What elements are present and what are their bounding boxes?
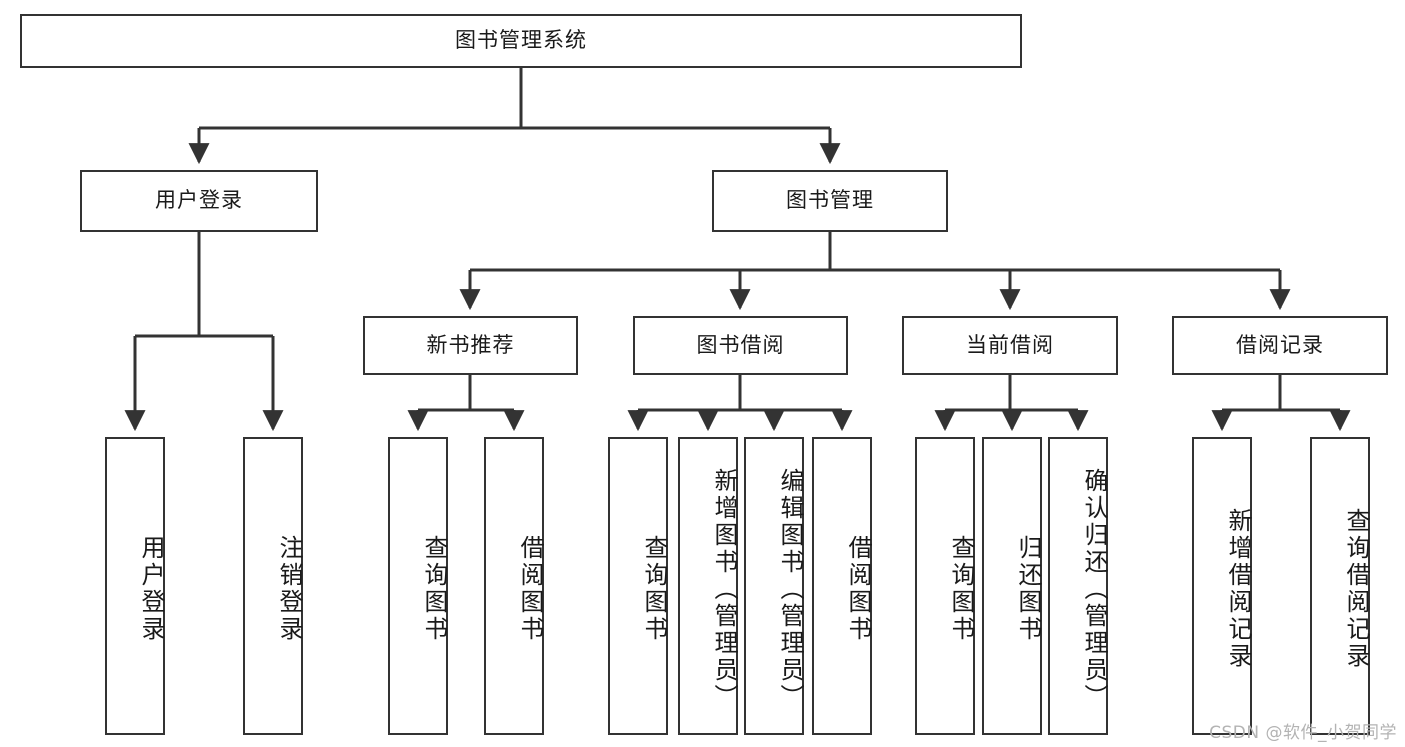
leaf-edit-book-admin[interactable]: 编辑图书（管理员）: [744, 437, 804, 735]
leaf-query-book-borrow[interactable]: 查询图书: [608, 437, 668, 735]
leaf-query-borrow-record[interactable]: 查询借阅记录: [1310, 437, 1370, 735]
node-label: 图书管理系统: [455, 28, 587, 53]
node-label: 归还图书: [1014, 535, 1042, 643]
leaf-query-book-newbook[interactable]: 查询图书: [388, 437, 448, 735]
node-label: 注销登录: [275, 535, 303, 643]
leaf-confirm-return-admin[interactable]: 确认归还（管理员）: [1048, 437, 1108, 735]
leaf-return-book[interactable]: 归还图书: [982, 437, 1042, 735]
leaf-borrow-book-newbook[interactable]: 借阅图书: [484, 437, 544, 735]
node-label: 图书管理: [786, 188, 874, 213]
node-root-system[interactable]: 图书管理系统: [20, 14, 1022, 68]
node-book-borrow[interactable]: 图书借阅: [633, 316, 848, 375]
node-label: 用户登录: [137, 535, 165, 643]
node-label: 当前借阅: [966, 332, 1054, 357]
node-book-management[interactable]: 图书管理: [712, 170, 948, 232]
node-user-login[interactable]: 用户登录: [80, 170, 318, 232]
node-label: 新增借阅记录: [1224, 508, 1252, 670]
node-label: 查询图书: [947, 535, 975, 643]
node-label: 新增图书（管理员）: [710, 467, 738, 711]
leaf-borrow-book[interactable]: 借阅图书: [812, 437, 872, 735]
node-label: 借阅记录: [1236, 332, 1324, 357]
node-label: 编辑图书（管理员）: [776, 467, 804, 711]
node-borrow-record[interactable]: 借阅记录: [1172, 316, 1388, 375]
node-current-borrow[interactable]: 当前借阅: [902, 316, 1118, 375]
node-label: 查询图书: [640, 535, 668, 643]
csdn-watermark: CSDN @软件_小贺同学: [1209, 723, 1397, 743]
node-label: 用户登录: [155, 188, 243, 213]
node-label: 查询借阅记录: [1342, 508, 1370, 670]
leaf-add-book-admin[interactable]: 新增图书（管理员）: [678, 437, 738, 735]
leaf-query-book-current[interactable]: 查询图书: [915, 437, 975, 735]
leaf-logout[interactable]: 注销登录: [243, 437, 303, 735]
node-label: 借阅图书: [516, 535, 544, 643]
node-label: 查询图书: [420, 535, 448, 643]
node-label: 借阅图书: [844, 535, 872, 643]
leaf-user-login[interactable]: 用户登录: [105, 437, 165, 735]
node-label: 新书推荐: [426, 332, 515, 357]
node-label: 确认归还（管理员）: [1080, 467, 1108, 711]
node-new-book-recommend[interactable]: 新书推荐: [363, 316, 578, 375]
node-label: 图书借阅: [696, 332, 785, 357]
leaf-add-borrow-record[interactable]: 新增借阅记录: [1192, 437, 1252, 735]
